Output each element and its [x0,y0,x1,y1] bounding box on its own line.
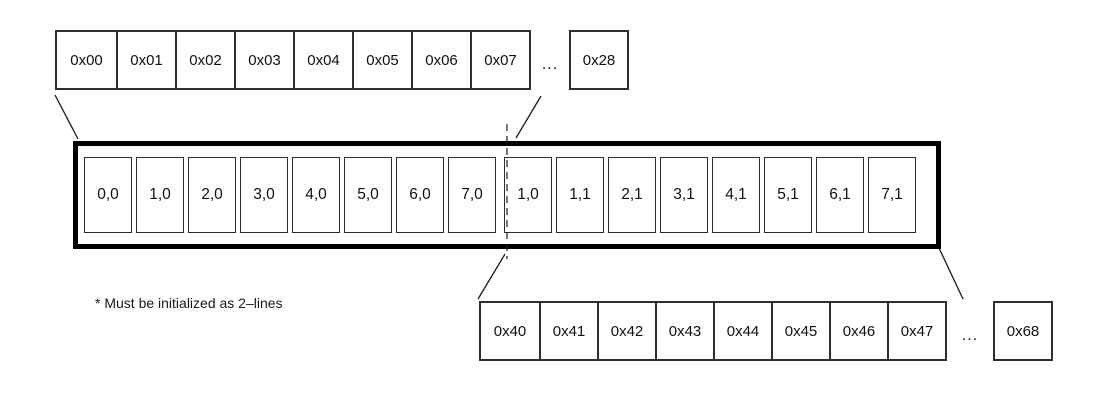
memory-cell: 0x47 [887,303,945,359]
memory-cell: 2,0 [188,157,236,233]
memory-cell: 0x41 [539,303,597,359]
footnote: * Must be initialized as 2–lines [95,295,283,311]
line-buffer-divider [496,157,504,233]
memory-cell: 7,0 [448,157,496,233]
top-strip-extra-cell: 0x28 [569,30,629,90]
memory-cell: 0x46 [829,303,887,359]
memory-cell: 0x02 [175,32,234,88]
memory-cell: 0,0 [84,157,132,233]
memory-cell: 0x03 [234,32,293,88]
bottom-strip-ellipsis: ... [961,327,979,344]
memory-cell: 0x42 [597,303,655,359]
memory-cell: 2,1 [608,157,656,233]
connector-bottom-right [938,247,964,300]
memory-cell: 6,1 [816,157,864,233]
memory-cell: 6,0 [396,157,444,233]
connector-top-left [54,94,79,140]
memory-cell: 0x07 [470,32,529,88]
top-strip-ellipsis: ... [541,56,559,73]
memory-cell: 1,1 [556,157,604,233]
connector-bottom-left [477,253,506,300]
bottom-strip-extra-cell: 0x68 [993,301,1053,361]
memory-cell: 5,0 [344,157,392,233]
memory-cell: 4,0 [292,157,340,233]
memory-cell: 0x40 [493,322,527,340]
memory-cell: 0x00 [70,51,103,69]
memory-cell: 4,1 [712,157,760,233]
memory-cell: 0x06 [411,32,470,88]
memory-cell: 0x45 [771,303,829,359]
memory-cell: 5,1 [764,157,812,233]
memory-cell: 3,1 [660,157,708,233]
memory-cell: 0x04 [293,32,352,88]
memory-cell: 0x01 [116,32,175,88]
memory-cell: 3,0 [240,157,288,233]
memory-cell: 7,1 [868,157,916,233]
memory-cell: 0x44 [713,303,771,359]
memory-cell: 1,0 [504,157,552,233]
memory-cell: 1,0 [136,157,184,233]
memory-cell: 0x43 [655,303,713,359]
connector-top-right [515,95,542,139]
memory-cell: 0x05 [352,32,411,88]
